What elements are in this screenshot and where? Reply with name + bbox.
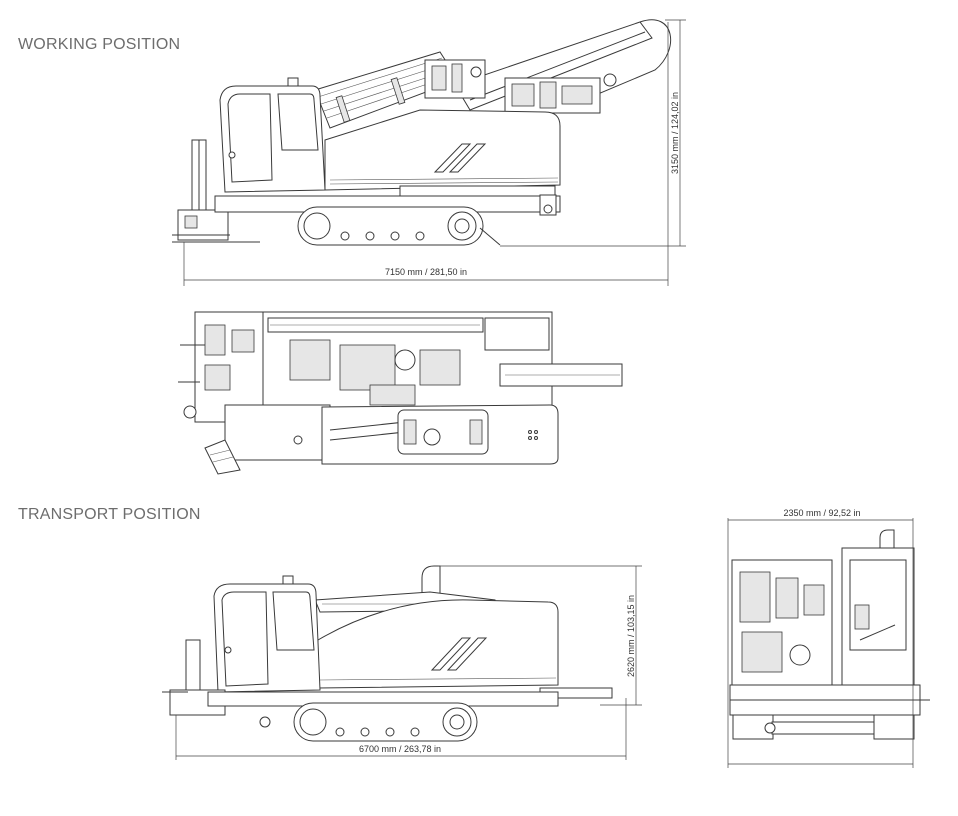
working-length-label: 7150 mm / 281,50 in bbox=[385, 267, 467, 277]
drill-rod-rack bbox=[314, 51, 459, 129]
operator-cab bbox=[219, 77, 326, 193]
exhaust-pipe bbox=[421, 565, 441, 597]
engine-hood bbox=[324, 109, 561, 207]
transport-front-view: 2350 mm / 92,52 in bbox=[727, 508, 930, 768]
transport-position-title: TRANSPORT POSITION bbox=[18, 506, 201, 523]
transport-length-label: 6700 mm / 263,78 in bbox=[359, 744, 441, 754]
transport-side-view: 6700 mm / 263,78 in 2620 mm / 103,15 in bbox=[162, 565, 642, 760]
track-undercarriage bbox=[214, 194, 561, 246]
working-top-view bbox=[178, 311, 623, 475]
working-height-label: 3150 mm / 124,02 in bbox=[670, 92, 680, 174]
transport-width-label: 2350 mm / 92,52 in bbox=[783, 508, 860, 518]
front-stabilizer bbox=[172, 139, 260, 243]
working-side-view: 7150 mm / 281,50 in 3150 mm / 124,02 in bbox=[172, 19, 686, 286]
working-dimensions bbox=[183, 19, 686, 286]
transport-height-label: 2620 mm / 103,15 in bbox=[626, 595, 636, 677]
working-position-title: WORKING POSITION bbox=[18, 36, 181, 53]
drill-mast bbox=[424, 19, 671, 114]
